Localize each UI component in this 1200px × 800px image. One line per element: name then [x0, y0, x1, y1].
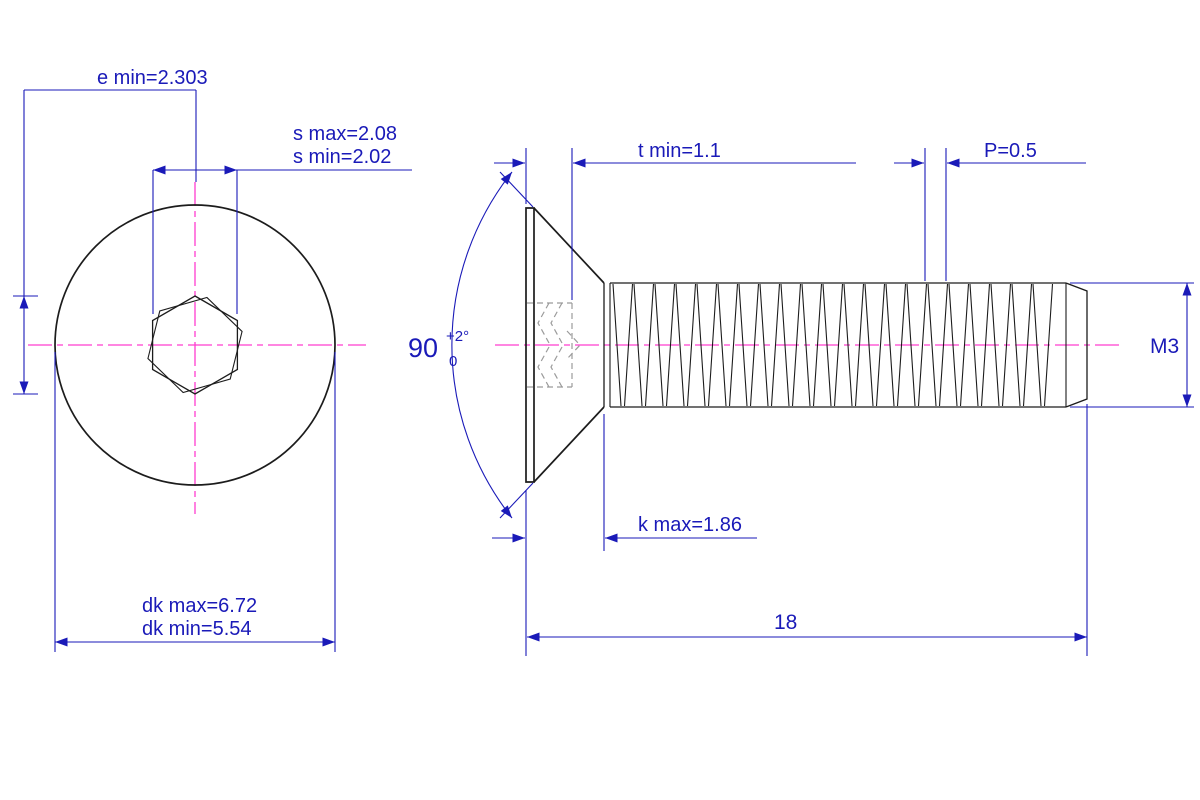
angle-extension-top: [499, 171, 534, 208]
thread-zigzag: [612, 283, 1054, 407]
socket-hidden-edges: [527, 302, 581, 388]
label-thread-size: M3: [1150, 335, 1179, 358]
label-e-min: e min=2.303: [97, 67, 208, 89]
label-s-min: s min=2.02: [293, 146, 391, 168]
s-dimension: s max=2.08 s min=2.02: [152, 123, 412, 314]
countersink-cone-bottom: [533, 406, 605, 483]
socket-hidden-lines: [527, 302, 581, 388]
centerlines-end-view: [28, 182, 366, 514]
thread-size-dimension: M3: [1070, 282, 1194, 408]
label-dk-min: dk min=5.54: [142, 618, 252, 640]
pitch-dimension: P=0.5: [894, 140, 1086, 281]
t-dimension: t min=1.1: [494, 140, 856, 300]
label-length: 18: [774, 611, 797, 634]
label-dk-max: dk max=6.72: [142, 595, 257, 617]
dk-dimension: dk max=6.72 dk min=5.54: [54, 352, 336, 652]
tip-chamfer: [1065, 282, 1088, 408]
length-dimension: 18: [527, 404, 1088, 656]
angle-arc: [451, 171, 513, 519]
label-pitch: P=0.5: [984, 140, 1037, 162]
angle-extension-bottom: [499, 482, 534, 519]
angle-dimension: 90 +2° 0: [408, 171, 534, 519]
e-dimension: e min=2.303: [13, 67, 208, 395]
label-angle-tol-lower: 0: [449, 353, 457, 370]
head-circle: [54, 204, 336, 486]
label-k-max: k max=1.86: [638, 514, 742, 536]
hex-socket: [151, 295, 239, 395]
hex-socket-rotated: [147, 296, 243, 394]
label-t-min: t min=1.1: [638, 140, 721, 162]
end-view: [28, 182, 366, 514]
label-angle-tol-upper: +2°: [446, 328, 469, 345]
side-view: [495, 207, 1122, 483]
label-angle: 90: [408, 333, 438, 363]
k-dimension: k max=1.86: [492, 414, 757, 656]
countersink-cone-top: [533, 207, 605, 284]
label-s-max: s max=2.08: [293, 123, 397, 145]
